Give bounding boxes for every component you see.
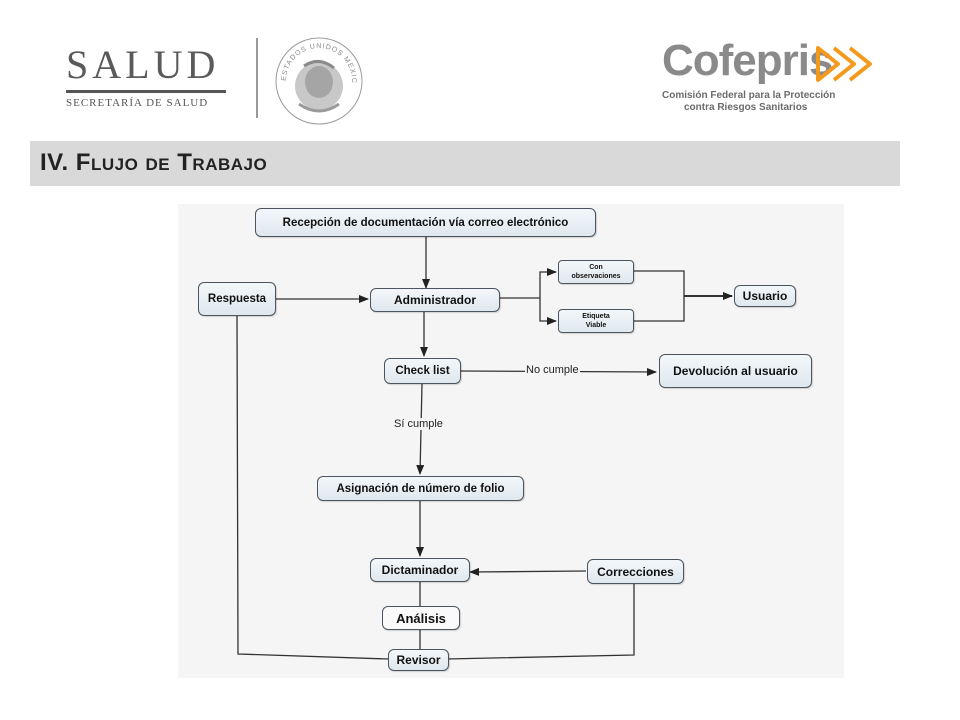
con-observaciones-line2: observaciones bbox=[571, 273, 621, 280]
workflow-diagram: Recepción de documentación vía correo el… bbox=[178, 204, 844, 678]
edge-branch-etiqueta-viable bbox=[539, 298, 557, 325]
node-check-list: Check list bbox=[384, 358, 461, 384]
edge-correcciones-dictaminador bbox=[469, 567, 587, 576]
node-dictaminador: Dictaminador bbox=[370, 558, 470, 582]
cofepris-subtitle-line2: contra Riesgos Sanitarios bbox=[684, 102, 808, 113]
label-si-cumple: Sí cumple bbox=[393, 418, 444, 430]
section-title: IV. Flujo de Trabajo bbox=[40, 149, 268, 176]
cofepris-logo: Cofepris Comisión Federal para la Protec… bbox=[662, 38, 892, 114]
node-revisor: Revisor bbox=[388, 649, 449, 671]
edge-etiqueta-viable-usuario bbox=[634, 296, 685, 322]
label-no-cumple: No cumple bbox=[525, 364, 580, 376]
cofepris-subtitle-line1: Comisión Federal para la Protección bbox=[662, 90, 836, 101]
edge-con-observaciones-usuario bbox=[634, 270, 685, 296]
cofepris-subtitle: Comisión Federal para la Protección cont… bbox=[662, 90, 892, 114]
etiqueta-viable-line1: Etiqueta bbox=[582, 313, 610, 320]
salud-divider-line bbox=[66, 90, 226, 93]
node-recepcion: Recepción de documentación vía correo el… bbox=[255, 208, 596, 237]
con-observaciones-line1: Con bbox=[589, 264, 603, 271]
node-correcciones: Correcciones bbox=[587, 559, 684, 584]
mexico-seal-icon: ESTADOS UNIDOS MEXICANOS bbox=[274, 36, 363, 125]
node-con-observaciones: Con observaciones bbox=[558, 260, 634, 284]
node-devolucion: Devolución al usuario bbox=[659, 354, 812, 388]
edge-revisor-respuesta bbox=[236, 315, 389, 660]
node-usuario: Usuario bbox=[734, 285, 796, 307]
section-header-bar: IV. Flujo de Trabajo bbox=[30, 141, 900, 186]
node-respuesta: Respuesta bbox=[198, 282, 276, 316]
diagram-connectors bbox=[236, 237, 733, 660]
etiqueta-viable-line2: Viable bbox=[585, 322, 607, 329]
node-administrador: Administrador bbox=[370, 288, 500, 312]
node-analisis: Análisis bbox=[382, 606, 460, 630]
node-asignacion: Asignación de número de folio bbox=[317, 476, 524, 501]
header-divider bbox=[256, 38, 258, 118]
node-etiqueta-viable: Etiqueta Viable bbox=[558, 309, 634, 333]
cofepris-arrows-icon bbox=[816, 46, 872, 82]
edge-branch-con-observaciones bbox=[539, 268, 557, 298]
salud-title: SALUD bbox=[66, 42, 220, 87]
salud-subtitle: SECRETARÍA DE SALUD bbox=[66, 97, 209, 109]
salud-logo: SALUD SECRETARÍA DE SALUD bbox=[66, 44, 236, 109]
edge-revisor-correcciones bbox=[445, 584, 635, 660]
cofepris-name: Cofepris bbox=[662, 36, 833, 85]
